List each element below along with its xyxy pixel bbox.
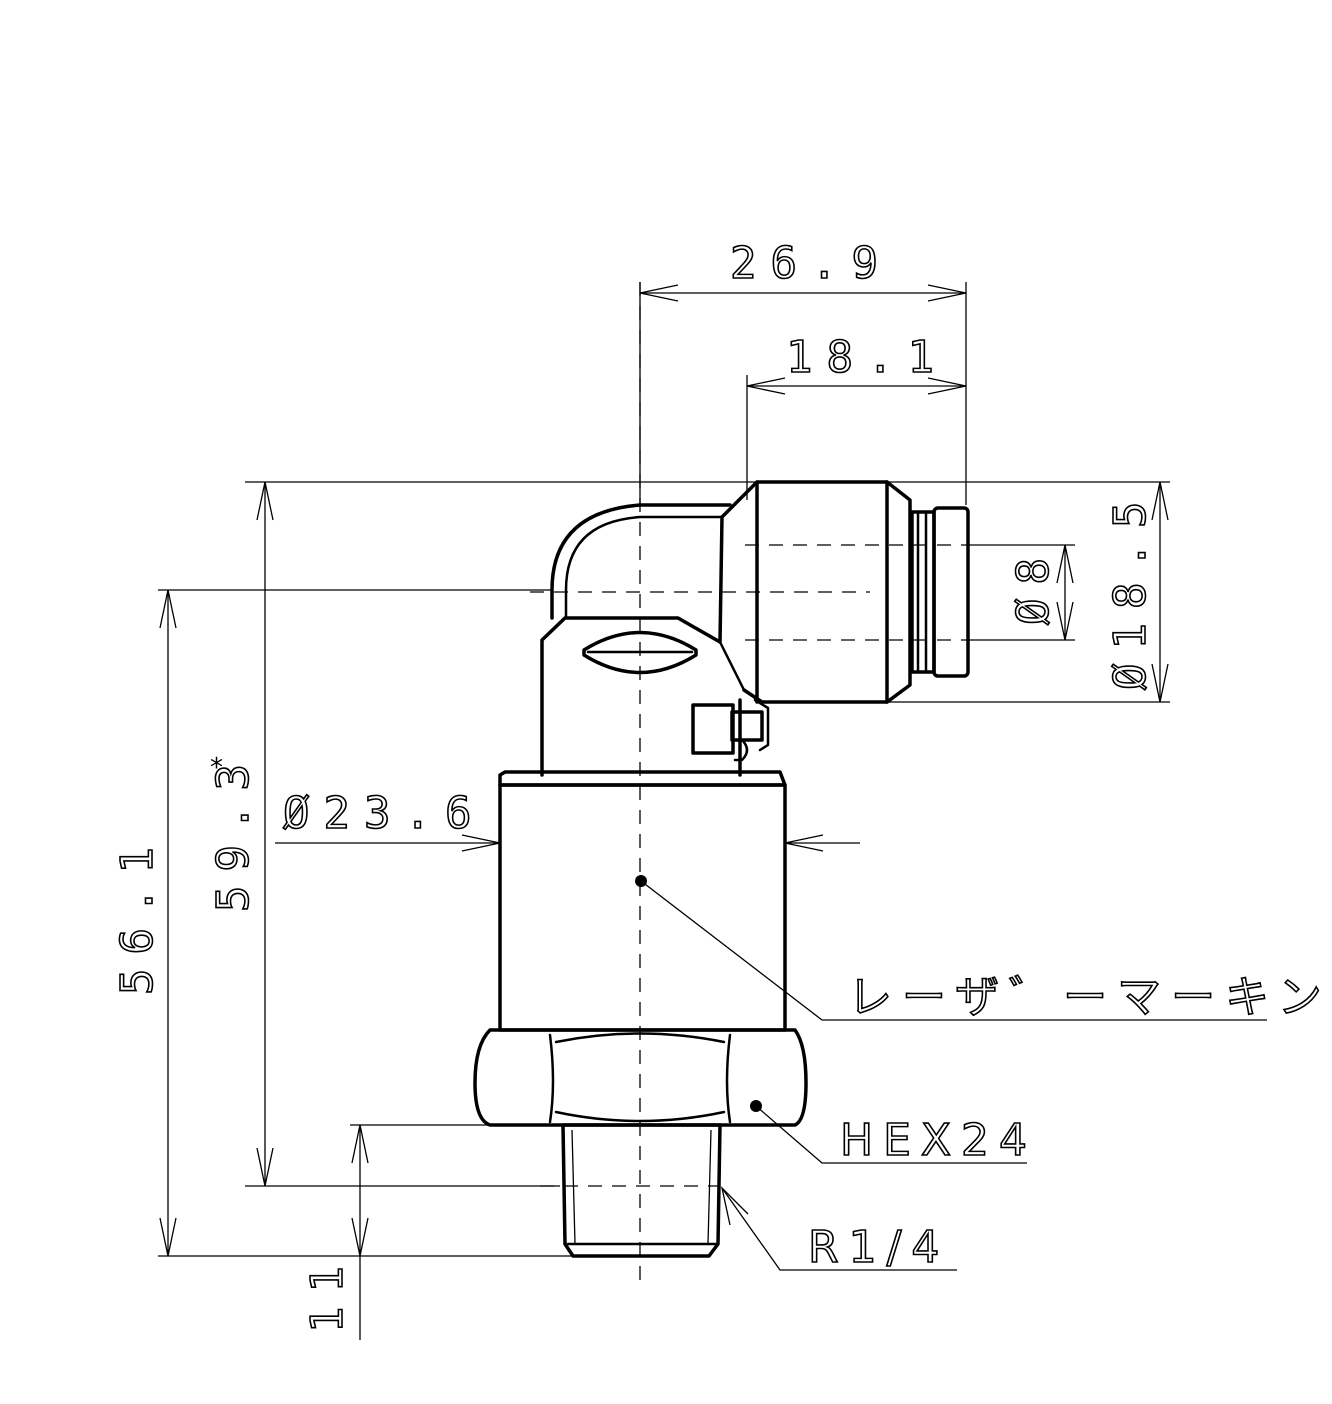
dimension-56-1-label: 56.1 xyxy=(112,833,163,995)
dimension-59-3: 59.3 * xyxy=(207,481,560,1187)
callout-hex: HEX24 xyxy=(750,1100,1037,1167)
dimension-11: 11 xyxy=(301,1124,563,1340)
dimension-26-9-label: 26.9 xyxy=(730,238,892,289)
callout-laser-marking: レーザ゛ーマーキング゛ xyxy=(635,875,1332,1024)
dimension-dia-18-5: Ø18.5 xyxy=(245,481,1170,703)
dimension-26-9: 26.9 xyxy=(639,237,967,505)
dimension-18-1: 18.1 xyxy=(746,331,967,500)
dimension-11-label: 11 xyxy=(302,1252,353,1333)
dimension-56-1: 56.1 xyxy=(111,589,575,1257)
callout-thread-label: R1/4 xyxy=(808,1222,949,1273)
dimension-dia-18-5-label: Ø18.5 xyxy=(1105,488,1156,690)
dimension-59-3-label: 59.3 xyxy=(208,750,259,912)
dimension-59-3-mark: * xyxy=(210,753,223,783)
dimension-dia-8: Ø8 xyxy=(970,543,1075,641)
callout-thread: R1/4 xyxy=(720,1185,957,1274)
callout-hex-label: HEX24 xyxy=(840,1115,1037,1166)
dimension-18-1-label: 18.1 xyxy=(786,332,948,383)
center-lines xyxy=(530,282,970,1285)
fitting-outline xyxy=(473,480,970,1258)
dimension-dia-23-6: Ø23.6 xyxy=(275,787,860,852)
dimension-dia-8-label: Ø8 xyxy=(1008,544,1059,625)
dimension-dia-23-6-label: Ø23.6 xyxy=(283,788,485,839)
callout-laser-marking-label: レーザ゛ーマーキング゛ xyxy=(848,972,1332,1023)
